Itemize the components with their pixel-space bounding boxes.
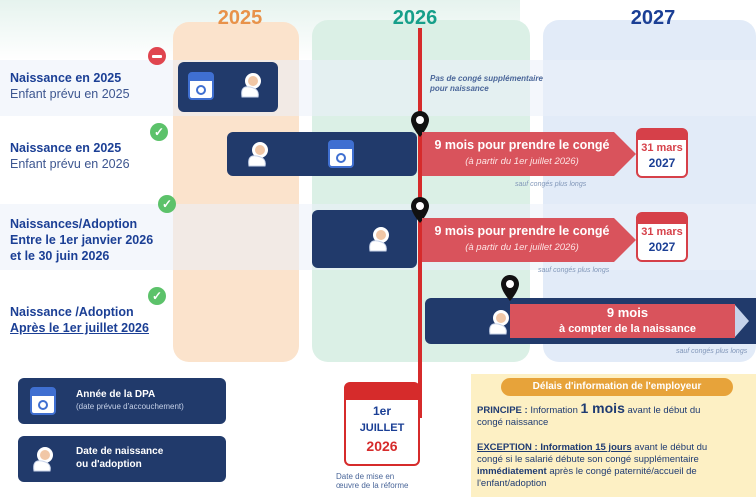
row4-label: Naissance /Adoption Après le 1er juillet… bbox=[10, 304, 149, 336]
info-header: Délais d'information de l'employeur bbox=[501, 378, 733, 396]
legend-birth-title: Date de naissance bbox=[76, 446, 164, 457]
row2-arrow-sub: (à partir du 1er juillet 2026) bbox=[465, 156, 579, 167]
row3-arrow-sub: (à partir du 1er juillet 2026) bbox=[465, 242, 579, 253]
row3-arrow-main: 9 mois pour prendre le congé bbox=[434, 224, 610, 238]
baby-icon bbox=[241, 73, 261, 98]
row1-note-line1: Pas de congé supplémentaire bbox=[430, 74, 543, 83]
row3-end-date-calendar: 31 mars 2027 bbox=[636, 212, 688, 262]
legend-dpa-title: Année de la DPA bbox=[76, 389, 156, 400]
info-exception: EXCEPTION : Information 15 jours avant l… bbox=[477, 442, 708, 489]
reform-caption-line2: œuvre de la réforme bbox=[336, 481, 409, 490]
row1-title: Naissance en 2025 bbox=[10, 71, 122, 85]
reform-caption-line1: Date de mise en bbox=[336, 472, 395, 481]
legend-birth: Date de naissance ou d'adoption bbox=[18, 436, 226, 482]
row2-subtitle: Enfant prévu en 2026 bbox=[10, 157, 130, 171]
location-pin-icon bbox=[411, 111, 429, 137]
row3-label: Naissances/Adoption Entre le 1er janvier… bbox=[10, 216, 153, 264]
row3-duration-arrow: 9 mois pour prendre le congé (à partir d… bbox=[422, 218, 636, 262]
location-pin-icon bbox=[501, 275, 519, 301]
row4-arrow-tip bbox=[735, 305, 749, 337]
row3-except-note: sauf congés plus longs bbox=[538, 267, 610, 274]
no-entry-icon bbox=[148, 47, 166, 65]
legend-dpa-subtitle: (date prévue d'accouchement) bbox=[76, 402, 184, 411]
reform-cal-year: 2026 bbox=[366, 438, 398, 454]
row3-line2: Entre le 1er janvier 2026 bbox=[10, 233, 154, 247]
reform-caption: Date de mise en œuvre de la réforme bbox=[336, 472, 436, 490]
row4-duration-arrow bbox=[510, 304, 735, 338]
baby-icon bbox=[489, 310, 509, 335]
legend-birth-subtitle: ou d'adoption bbox=[76, 459, 142, 470]
row2-arrow-main: 9 mois pour prendre le congé bbox=[434, 138, 610, 152]
row4-title: Naissance /Adoption bbox=[10, 305, 134, 319]
row2-end-year: 2027 bbox=[648, 156, 676, 170]
row4-arrow-text: 9 mois à compter de la naissance bbox=[520, 305, 735, 337]
check-icon: ✓ bbox=[158, 195, 176, 213]
row1-note: Pas de congé supplémentaire pour naissan… bbox=[430, 74, 543, 94]
reform-cal-day: 1er bbox=[372, 404, 392, 418]
employer-info-box: Délais d'information de l'employeur PRIN… bbox=[471, 374, 756, 497]
row4-line2: Après le 1er juillet 2026 bbox=[10, 321, 149, 335]
row1-label: Naissance en 2025 Enfant prévu en 2025 bbox=[10, 70, 130, 102]
baby-icon bbox=[248, 142, 268, 167]
row3-line3: et le 30 juin 2026 bbox=[10, 249, 110, 263]
row3-end-year: 2027 bbox=[648, 240, 676, 254]
row2-title: Naissance en 2025 bbox=[10, 141, 122, 155]
year-2025-label: 2025 bbox=[217, 7, 263, 29]
info-principe: PRINCIPE : Information 1 mois avant le d… bbox=[477, 400, 701, 428]
reform-calendar: 1er JUILLET 2026 bbox=[344, 382, 420, 466]
year-2026-label: 2026 bbox=[392, 7, 438, 29]
row2-except-note: sauf congés plus longs bbox=[515, 181, 587, 188]
row-band-1 bbox=[0, 60, 756, 116]
row2-end-date-calendar: 31 mars 2027 bbox=[636, 128, 688, 178]
row2-end-day: 31 mars bbox=[641, 142, 683, 154]
row2-label: Naissance en 2025 Enfant prévu en 2026 bbox=[10, 140, 130, 172]
row4-arrow-line1: 9 mois bbox=[606, 305, 649, 320]
legend-dpa: Année de la DPA (date prévue d'accouchem… bbox=[18, 378, 226, 424]
row3-end-day: 31 mars bbox=[641, 226, 683, 238]
location-pin-icon bbox=[411, 197, 429, 223]
row2-duration-arrow: 9 mois pour prendre le congé (à partir d… bbox=[422, 132, 636, 176]
calendar-icon bbox=[328, 140, 354, 168]
check-icon: ✓ bbox=[148, 287, 166, 305]
row3-title: Naissances/Adoption bbox=[10, 217, 138, 231]
row3-period-block bbox=[312, 210, 417, 268]
row4-except-note: sauf congés plus longs bbox=[676, 348, 748, 355]
reform-cal-month: JUILLET bbox=[359, 422, 405, 434]
row1-note-line2: pour naissance bbox=[430, 84, 489, 93]
check-icon: ✓ bbox=[150, 123, 168, 141]
row1-subtitle: Enfant prévu en 2025 bbox=[10, 87, 130, 101]
row4-arrow-line2: à compter de la naissance bbox=[559, 323, 696, 335]
year-2027-label: 2027 bbox=[630, 7, 676, 29]
baby-icon bbox=[33, 447, 53, 472]
calendar-icon bbox=[188, 72, 214, 100]
baby-icon bbox=[369, 227, 389, 252]
calendar-icon bbox=[30, 387, 56, 415]
